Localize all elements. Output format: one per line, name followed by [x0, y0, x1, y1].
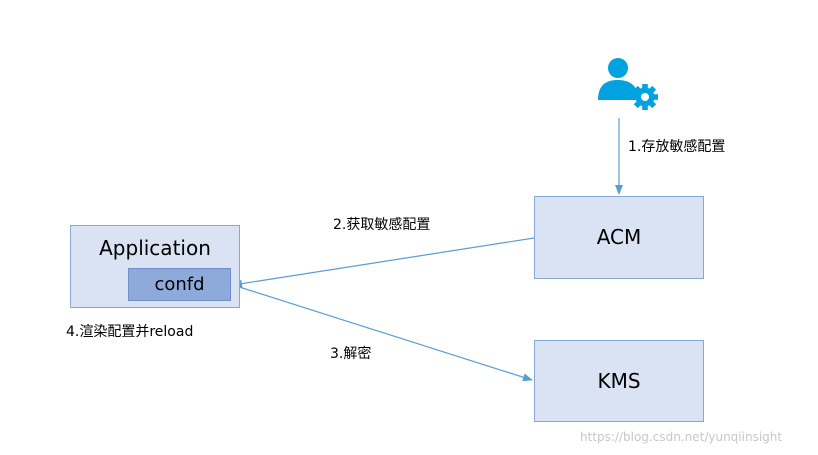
arrow-confd-to-kms	[232, 284, 533, 382]
user-settings-icon	[596, 56, 662, 116]
step-render-label: 4.渲染配置并reload	[66, 324, 194, 340]
kms-node: KMS	[534, 340, 704, 422]
acm-node: ACM	[534, 196, 704, 279]
application-label: Application	[99, 236, 211, 260]
step-fetch-label: 2.获取敏感配置	[333, 217, 431, 233]
step-decrypt-label: 3.解密	[330, 346, 372, 362]
kms-label: KMS	[597, 369, 641, 393]
confd-node: confd	[128, 268, 231, 301]
watermark: https://blog.csdn.net/yunqiinsight	[580, 430, 783, 444]
arrow-acm-to-confd	[232, 237, 535, 288]
acm-label: ACM	[596, 225, 642, 249]
confd-label: confd	[154, 274, 205, 295]
step-store-label: 1.存放敏感配置	[628, 139, 726, 155]
